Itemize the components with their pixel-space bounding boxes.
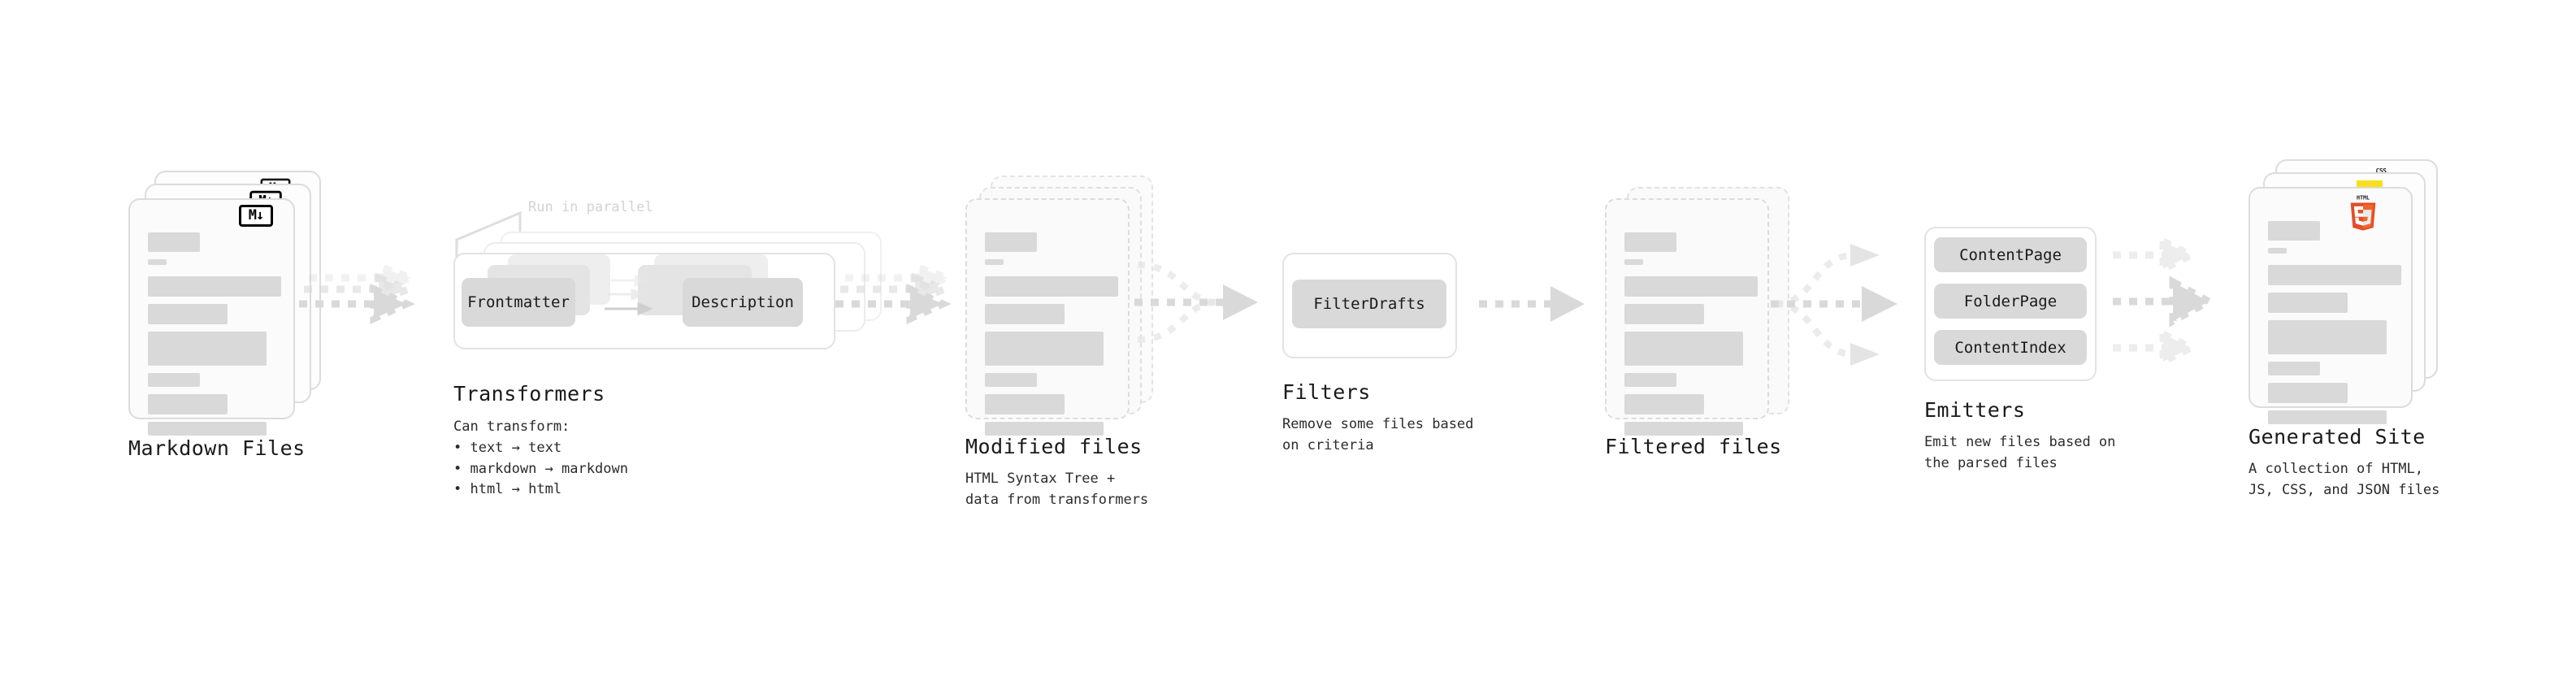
generated-site-subtitle: A collection of HTML, JS, CSS, and JSON … xyxy=(2249,461,2440,498)
content-bar xyxy=(2268,248,2287,254)
connector-filters-to-filtered xyxy=(1479,286,1585,322)
transformers-subtitle: Can transform: • text → text • markdown … xyxy=(453,419,628,498)
content-bar xyxy=(2268,410,2387,424)
content-bar xyxy=(1624,394,1704,414)
content-bar xyxy=(1624,304,1704,324)
card-content-bars xyxy=(148,232,281,443)
emitter-folderpage[interactable]: FolderPage xyxy=(1934,284,2087,319)
content-bar xyxy=(985,422,1104,436)
emitters-title: Emitters xyxy=(1924,398,2026,422)
content-bar xyxy=(985,373,1037,387)
transformers-title: Transformers xyxy=(453,382,605,406)
content-bar xyxy=(985,304,1065,324)
generated-site-title: Generated Site xyxy=(2249,425,2426,449)
filters-title: Filters xyxy=(1282,380,1371,404)
emitters-subtitle: Emit new files based on the parsed files xyxy=(1924,434,2116,471)
content-bar xyxy=(148,259,167,265)
card-content-bars xyxy=(1624,232,1758,443)
connector-emitters-to-site xyxy=(2113,235,2217,368)
content-bar xyxy=(2268,320,2387,354)
markdown-file-card-front[interactable] xyxy=(128,198,295,436)
card-content-bars xyxy=(2268,221,2401,432)
content-bar xyxy=(148,332,267,366)
content-bar xyxy=(1624,373,1676,387)
filtered-file-card-front[interactable] xyxy=(1605,198,1769,436)
filters-subtitle: Remove some files based on criteria xyxy=(1282,416,1474,453)
modified-files-title: Modified files xyxy=(965,435,1143,458)
content-bar xyxy=(985,394,1065,414)
transformer-description[interactable]: Description xyxy=(683,278,803,327)
content-bar xyxy=(2268,383,2348,403)
emitter-contentindex[interactable]: ContentIndex xyxy=(1934,330,2087,365)
connector-transformers-to-modified xyxy=(835,262,959,324)
card-content-bars xyxy=(985,232,1118,443)
content-bar xyxy=(2268,293,2348,313)
connector-filtered-to-emitters xyxy=(1771,244,1897,366)
transformer-frontmatter[interactable]: Frontmatter xyxy=(462,278,575,327)
content-bar xyxy=(148,373,200,387)
connector-frontmatter-to-description xyxy=(605,274,653,316)
content-bar xyxy=(148,232,200,252)
site-card-front[interactable] xyxy=(2249,187,2413,424)
content-bar xyxy=(148,394,228,414)
content-bar xyxy=(985,259,1004,265)
modified-file-card-front[interactable] xyxy=(965,198,1130,436)
content-bar xyxy=(148,422,267,436)
markdown-files-title: Markdown Files xyxy=(128,436,306,460)
emitter-contentpage[interactable]: ContentPage xyxy=(1934,237,2087,272)
content-bar xyxy=(2268,265,2401,285)
run-in-parallel-label: Run in parallel xyxy=(528,199,653,215)
filtered-files-title: Filtered files xyxy=(1605,435,1782,458)
html5-badge-icon: HTML xyxy=(2350,195,2376,231)
svg-text:HTML: HTML xyxy=(2357,195,2370,202)
content-bar xyxy=(1624,276,1758,297)
filter-filterdrafts[interactable]: FilterDrafts xyxy=(1292,280,1446,328)
content-bar xyxy=(148,276,281,297)
content-bar xyxy=(985,332,1104,366)
content-bar xyxy=(148,304,228,324)
content-bar xyxy=(2268,221,2320,241)
modified-files-subtitle: HTML Syntax Tree + data from transformer… xyxy=(965,471,1149,508)
content-bar xyxy=(985,232,1037,252)
markdown-badge-icon: M↓ xyxy=(239,205,273,227)
content-bar xyxy=(1624,259,1643,265)
content-bar xyxy=(1624,422,1743,436)
content-bar xyxy=(1624,232,1676,252)
content-bar xyxy=(1624,332,1743,366)
run-in-parallel-bracket xyxy=(455,210,522,258)
content-bar xyxy=(985,276,1118,297)
content-bar xyxy=(2268,362,2320,375)
connector-modified-to-filters xyxy=(1134,262,1258,343)
connector-markdown-to-transformers xyxy=(299,262,423,324)
